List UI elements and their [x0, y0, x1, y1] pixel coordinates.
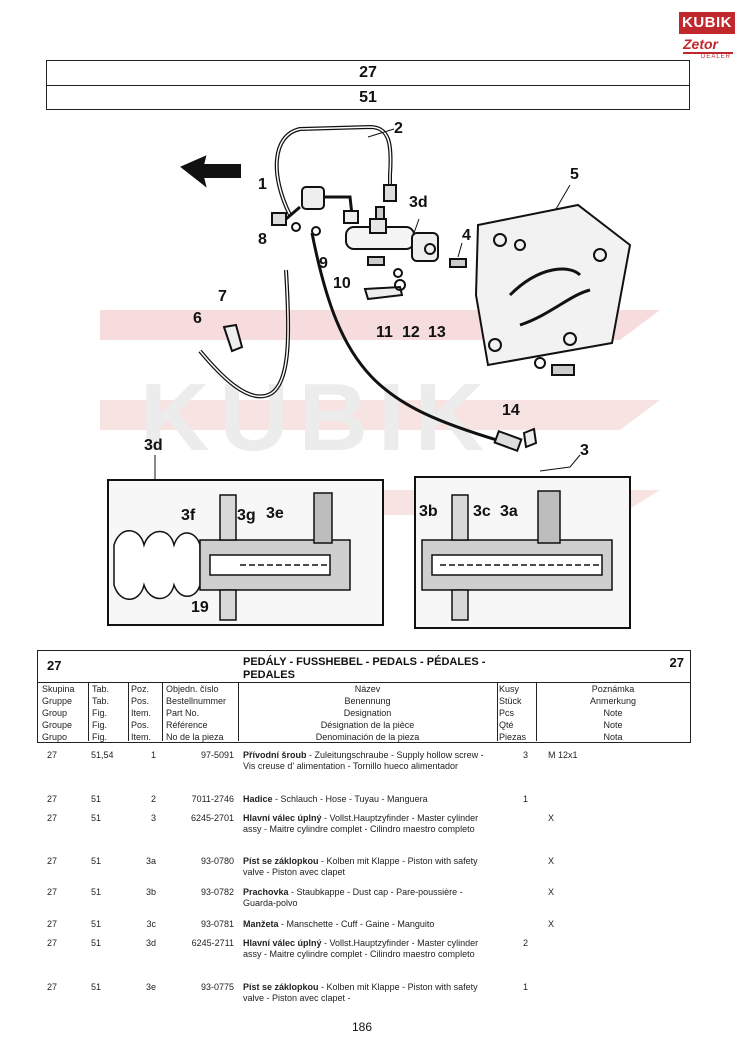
- col-header-tab: Tab.Tab.Fig.Fig.Fig.: [92, 684, 110, 742]
- callout-label: 10: [333, 275, 351, 292]
- page-number: 186: [352, 1020, 373, 1034]
- col-header-poz: Poz.Pos.Item.Pos.Item.: [131, 684, 152, 742]
- callout-label: 3c: [473, 503, 491, 520]
- section-group-left: 27: [47, 658, 62, 673]
- callout-label: 3a: [500, 503, 518, 520]
- callout-label: 3d: [409, 194, 428, 211]
- callout-label: 6: [193, 310, 202, 327]
- header-table: 51: [47, 85, 689, 110]
- callout-label: 12: [402, 324, 420, 341]
- callout-label: 3f: [181, 507, 196, 524]
- callout-label: 5: [570, 166, 579, 183]
- callout-label: 3d: [144, 437, 163, 454]
- callout-label: 8: [258, 231, 267, 248]
- callout-label: 3e: [266, 505, 284, 522]
- logo-sub: Zetor: [683, 36, 733, 54]
- callout-label: 14: [502, 402, 520, 419]
- callout-label: 3: [580, 442, 589, 459]
- header-box: 27 51: [46, 60, 690, 110]
- direction-arrow-icon: [180, 155, 241, 188]
- callout-label: 11: [376, 324, 393, 341]
- callout-label: 3b: [419, 503, 438, 520]
- section-group-right: 27: [669, 655, 684, 670]
- callout-label: 13: [428, 324, 446, 341]
- header-group: 27: [359, 64, 377, 81]
- section-title-bar: 27 PEDÁLY - FUSSHEBEL - PEDALS - PÉDALES…: [38, 651, 690, 683]
- callout-label: 9: [319, 255, 328, 272]
- callout-label: 19: [191, 599, 209, 616]
- section-title: PEDÁLY - FUSSHEBEL - PEDALS - PÉDALES - …: [243, 656, 486, 681]
- logo-tag: DEALER: [701, 54, 732, 60]
- kubik-zetor-logo: KUBIK Zetor DEALER: [679, 12, 735, 60]
- callout-label: 7: [218, 288, 227, 305]
- parts-table-header: 27 PEDÁLY - FUSSHEBEL - PEDALS - PÉDALES…: [37, 650, 691, 743]
- callout-label: 1: [258, 176, 267, 193]
- callout-label: 2: [394, 120, 403, 137]
- callout-label: 3g: [237, 507, 256, 524]
- callout-label: 4: [462, 227, 471, 244]
- logo-brand: KUBIK: [679, 12, 735, 34]
- exploded-parts-drawing: [107, 124, 632, 629]
